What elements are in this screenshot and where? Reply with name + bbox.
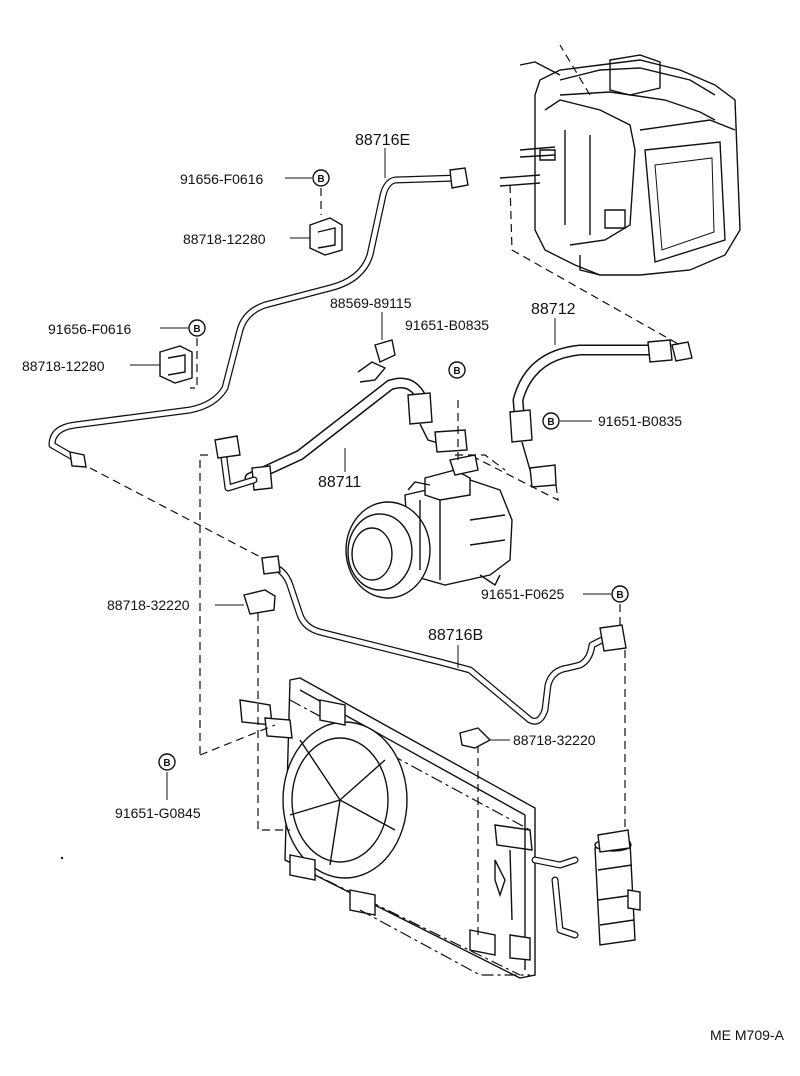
evaporator-unit <box>499 54 741 276</box>
clamp-88569-89115 <box>357 339 396 383</box>
condenser-guide <box>257 600 290 831</box>
badge-bolt-top: B <box>312 169 330 187</box>
label-88718-12280-left: 88718-12280 <box>22 358 105 374</box>
label-88716B: 88716B <box>428 627 483 644</box>
pipe-88716B <box>261 555 627 725</box>
label-88716E: 88716E <box>355 132 410 149</box>
badge-letter: B <box>317 174 324 185</box>
label-91651-G0845: 91651-G0845 <box>115 805 201 821</box>
badge-bolt-right: B <box>542 412 560 430</box>
label-91651-B0835-comp: 91651-B0835 <box>405 317 489 333</box>
label-88569-89115: 88569-89115 <box>330 295 412 311</box>
leader-lines <box>130 148 621 800</box>
receiver-dryer <box>594 829 641 946</box>
clamp-88718-12280-left <box>159 345 193 384</box>
suction-guide <box>199 454 208 755</box>
compressor <box>345 454 513 599</box>
label-91651-B0835-right: 91651-B0835 <box>598 413 682 429</box>
footer-code: ME M709-A <box>710 1027 785 1043</box>
badge-letter: B <box>193 324 200 335</box>
badge-bolt-left: B <box>188 319 206 337</box>
badge-letter: B <box>453 366 460 377</box>
label-88718-12280-top: 88718-12280 <box>183 231 266 247</box>
clamp-88718-32220-mid <box>243 589 276 615</box>
clamp-88718-12280-top <box>309 217 343 256</box>
label-91656-F0616-left: 91656-F0616 <box>48 321 132 337</box>
label-88711: 88711 <box>318 474 361 491</box>
badge-bolt-comp: B <box>448 361 466 379</box>
badge-bolt-f0625: B <box>611 585 629 603</box>
badge-letter: B <box>547 417 554 428</box>
label-88718-32220-mid: 88718-32220 <box>107 597 190 613</box>
badge-letter: B <box>616 590 623 601</box>
label-91651-F0625: 91651-F0625 <box>481 586 565 602</box>
label-88718-32220-lower: 88718-32220 <box>513 732 596 748</box>
badge-bolt-g0845: B <box>158 753 176 771</box>
badge-letter: B <box>163 758 170 769</box>
evap-outlet-guide <box>509 184 681 346</box>
clamp-88718-32220-lower <box>459 727 492 749</box>
hose-88712 <box>509 339 693 488</box>
condenser-assembly <box>239 677 579 979</box>
label-88712: 88712 <box>531 301 576 318</box>
label-91656-F0616-top: 91656-F0616 <box>180 171 264 187</box>
pipe-88716E <box>48 167 469 468</box>
hose-88711 <box>214 377 468 492</box>
pipe-join-guide <box>89 467 271 563</box>
